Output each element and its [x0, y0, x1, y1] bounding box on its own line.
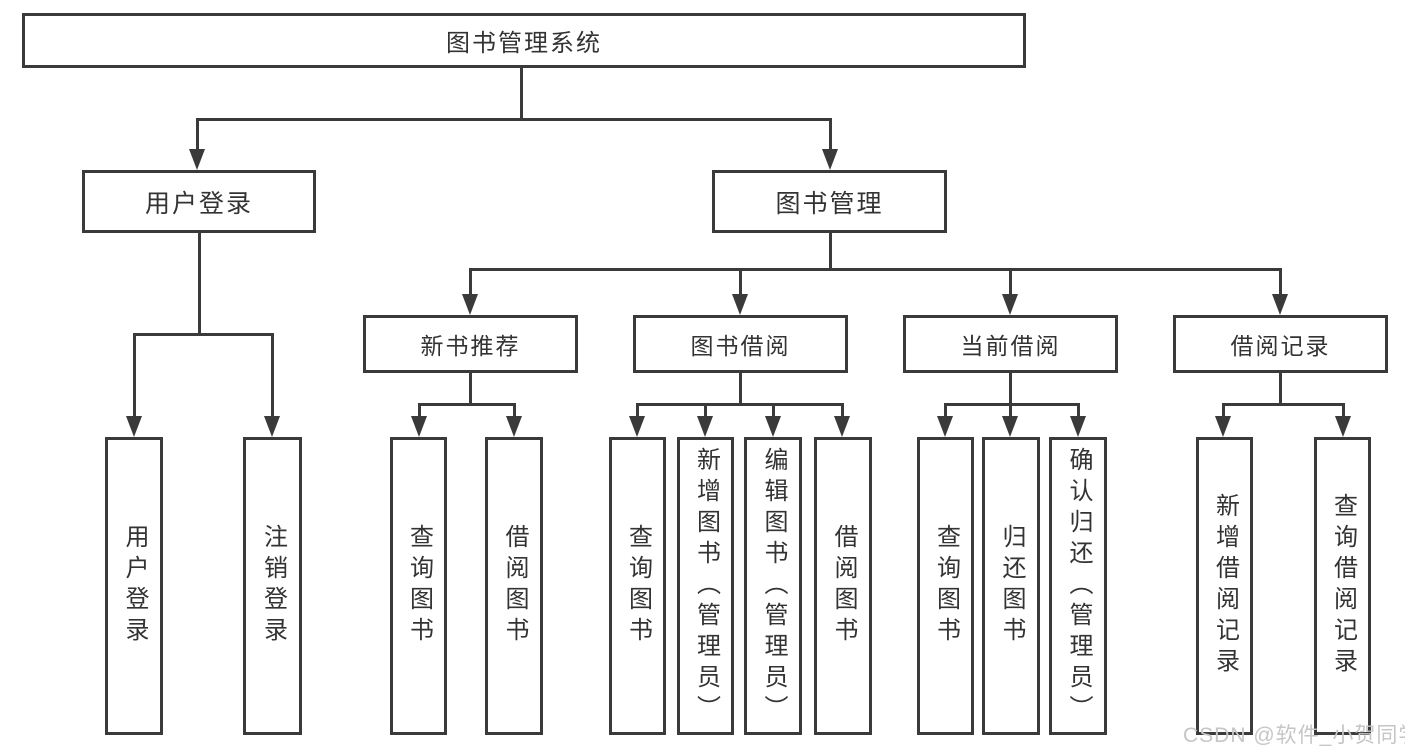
connector-line [1222, 403, 1345, 406]
leaf-label: 新增图书（管理员） [692, 446, 720, 726]
leaf-borrow-books-recommend: 借阅图书 [485, 437, 543, 735]
leaf-logout: 注销登录 [243, 437, 302, 735]
node-book-management: 图书管理 [712, 170, 947, 233]
leaf-user-login: 用户登录 [105, 437, 163, 735]
arrowhead-down [1070, 416, 1086, 437]
arrowhead-down [765, 416, 781, 437]
connector-line [469, 268, 472, 296]
arrowhead-down [264, 416, 280, 437]
arrowhead-down [411, 416, 427, 437]
arrowhead-down [1272, 294, 1288, 315]
leaf-label: 用户登录 [121, 524, 148, 648]
arrowhead-down [1002, 416, 1018, 437]
leaf-query-borrow-record: 查询借阅记录 [1314, 437, 1371, 735]
connector-line [739, 268, 742, 296]
connector-line [196, 118, 832, 121]
leaf-add-borrow-record: 新增借阅记录 [1196, 437, 1253, 735]
connector-line [133, 333, 274, 336]
leaf-label: 注销登录 [259, 524, 287, 648]
leaf-add-books-admin: 新增图书（管理员） [677, 437, 734, 735]
arrowhead-down [126, 416, 142, 437]
arrowhead-down [189, 149, 205, 170]
connector-line [271, 333, 274, 418]
connector-line [739, 373, 742, 406]
leaf-label: 借阅图书 [501, 524, 528, 648]
csdn-watermark: CSDN @软件_小贺同学 [1183, 724, 1405, 747]
connector-line [198, 233, 201, 336]
connector-line [772, 403, 775, 418]
connector-line [418, 403, 516, 406]
leaf-label: 新增借阅记录 [1211, 493, 1239, 679]
arrowhead-down [697, 416, 713, 437]
arrowhead-down [1215, 416, 1231, 437]
node-book-borrowing: 图书借阅 [633, 315, 848, 373]
arrowhead-down [629, 416, 645, 437]
connector-line [1009, 373, 1012, 406]
leaf-query-books-current: 查询图书 [917, 437, 974, 735]
node-current-borrowing: 当前借阅 [903, 315, 1118, 373]
connector-line [1279, 373, 1282, 406]
leaf-edit-books-admin: 编辑图书（管理员） [744, 437, 802, 735]
leaf-confirm-return-admin: 确认归还（管理员） [1049, 437, 1107, 735]
connector-line [1222, 403, 1225, 418]
node-borrowing-records: 借阅记录 [1173, 315, 1388, 373]
connector-line [520, 68, 523, 120]
leaf-label: 查询借阅记录 [1329, 493, 1357, 679]
leaf-label: 归还图书 [998, 524, 1025, 648]
arrowhead-down [462, 294, 478, 315]
node-library-management-system: 图书管理系统 [22, 13, 1026, 68]
connector-line [829, 118, 832, 151]
arrowhead-down [1002, 294, 1018, 315]
connector-line [944, 403, 1080, 406]
leaf-borrow-books: 借阅图书 [814, 437, 872, 735]
arrowhead-down [1335, 416, 1351, 437]
connector-line [1077, 403, 1080, 418]
leaf-query-books-recommend: 查询图书 [390, 437, 447, 735]
leaf-query-books-borrow: 查询图书 [609, 437, 666, 735]
connector-line [841, 403, 844, 418]
connector-line [1009, 403, 1012, 418]
connector-line [1342, 403, 1345, 418]
arrowhead-down [822, 149, 838, 170]
connector-line [636, 403, 844, 406]
leaf-label: 编辑图书（管理员） [760, 446, 787, 726]
connector-line [1009, 268, 1012, 296]
connector-line [469, 373, 472, 406]
leaf-label: 查询图书 [405, 524, 433, 648]
node-user-login: 用户登录 [82, 170, 316, 233]
leaf-label: 查询图书 [932, 524, 960, 648]
leaf-return-books: 归还图书 [982, 437, 1040, 735]
connector-line [636, 403, 639, 418]
connector-line [513, 403, 516, 418]
leaf-label: 查询图书 [624, 524, 652, 648]
connector-line [469, 268, 1282, 271]
connector-line [133, 333, 136, 418]
leaf-label: 确认归还（管理员） [1065, 446, 1092, 726]
connector-line [829, 233, 832, 271]
arrowhead-down [937, 416, 953, 437]
connector-line [1279, 268, 1282, 296]
arrowhead-down [506, 416, 522, 437]
connector-line [944, 403, 947, 418]
connector-line [196, 118, 199, 151]
arrowhead-down [834, 416, 850, 437]
arrowhead-down [732, 294, 748, 315]
connector-line [704, 403, 707, 418]
node-new-book-recommendation: 新书推荐 [363, 315, 578, 373]
leaf-label: 借阅图书 [830, 524, 857, 648]
connector-line [418, 403, 421, 418]
